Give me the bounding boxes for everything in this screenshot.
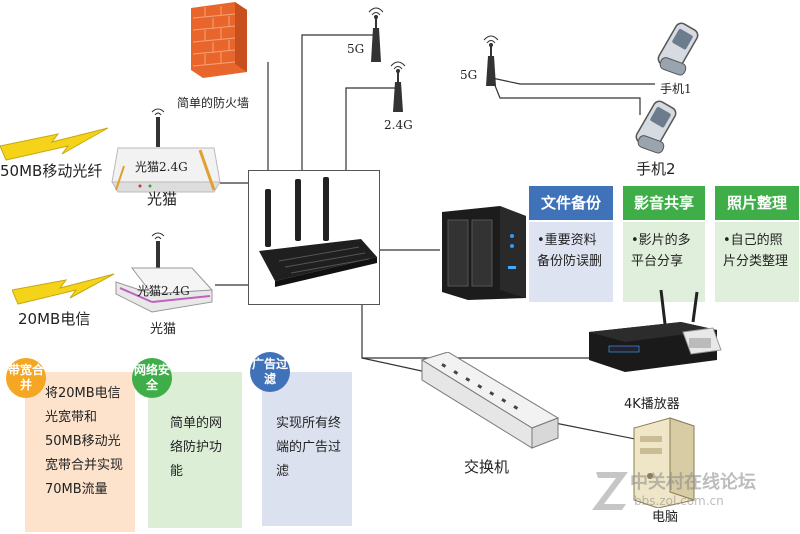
feature-text-photo: •自己的照片分类整理 (715, 222, 799, 302)
firewall-label: 简单的防火墙 (177, 96, 250, 110)
watermark-logo: 中关村在线论坛 bbs.zol.com.cn (590, 466, 800, 516)
firewall-icon (191, 2, 247, 78)
computer-icon (630, 416, 696, 509)
fiber-line-label: 50MB移动光纤 (0, 162, 103, 180)
router-icon (259, 177, 377, 287)
bandwidth-merge-badge-label: 带宽合并 (7, 363, 44, 392)
network-security-badge-label: 网络安全 (133, 363, 170, 392)
ad-filter-badge: 广告过滤 (250, 352, 290, 392)
network-security-badge: 网络安全 (132, 358, 172, 398)
feature-text-backup: •重要资料备份防误删 (529, 222, 613, 302)
ad-filter-badge-label: 广告过滤 (251, 357, 288, 386)
modem1-device-label: 光猫2.4G (135, 160, 188, 174)
ap-24g-label: 2.4G (384, 118, 413, 132)
antenna-5g-icon (365, 6, 387, 64)
player-label: 4K播放器 (624, 397, 680, 412)
ap-5g-label: 5G (347, 42, 365, 56)
modem2-label: 光猫 (150, 322, 177, 337)
pc-label: 电脑 (652, 510, 679, 525)
nas-icon (442, 206, 526, 300)
phone2-icon (630, 100, 686, 156)
watermark-z-icon (592, 472, 628, 510)
switch-label: 交换机 (464, 458, 510, 476)
router-frame (248, 170, 380, 305)
bandwidth-merge-badge: 带宽合并 (6, 358, 46, 398)
antenna-phone-ap-icon (480, 34, 502, 88)
telecom-line-label: 20MB电信 (18, 310, 91, 328)
network-security-text: 简单的网络防护功能 (148, 372, 242, 528)
network-switch-icon (420, 351, 560, 450)
lightning-bolt-icon (11, 270, 116, 308)
phone2-label: 手机2 (636, 160, 676, 178)
modem2-device-label: 光猫2.4G (137, 284, 190, 298)
feature-title-media: 影音共享 (623, 186, 705, 220)
antenna-24g-icon (387, 60, 409, 114)
bandwidth-merge-text: 将20MB电信光宽带和50MB移动光宽带合并实现70MB流量 (25, 372, 135, 532)
feature-title-backup: 文件备份 (529, 186, 613, 220)
watermark-text: 中关村在线论坛 (630, 472, 756, 493)
modem2-icon (112, 232, 216, 316)
phone1-label: 手机1 (660, 82, 692, 96)
watermark-url: bbs.zol.com.cn (634, 494, 724, 508)
modem1-label: 光猫 (147, 190, 178, 208)
lightning-bolt-icon (0, 124, 110, 164)
modem1-icon (110, 108, 222, 198)
feature-text-media: •影片的多平台分享 (623, 222, 705, 302)
media-player-icon (585, 288, 725, 374)
phone1-icon (652, 22, 708, 78)
ad-filter-text: 实现所有终端的广告过滤 (262, 372, 352, 526)
ap-5g-phone-label: 5G (460, 68, 478, 82)
feature-title-photo: 照片整理 (715, 186, 799, 220)
